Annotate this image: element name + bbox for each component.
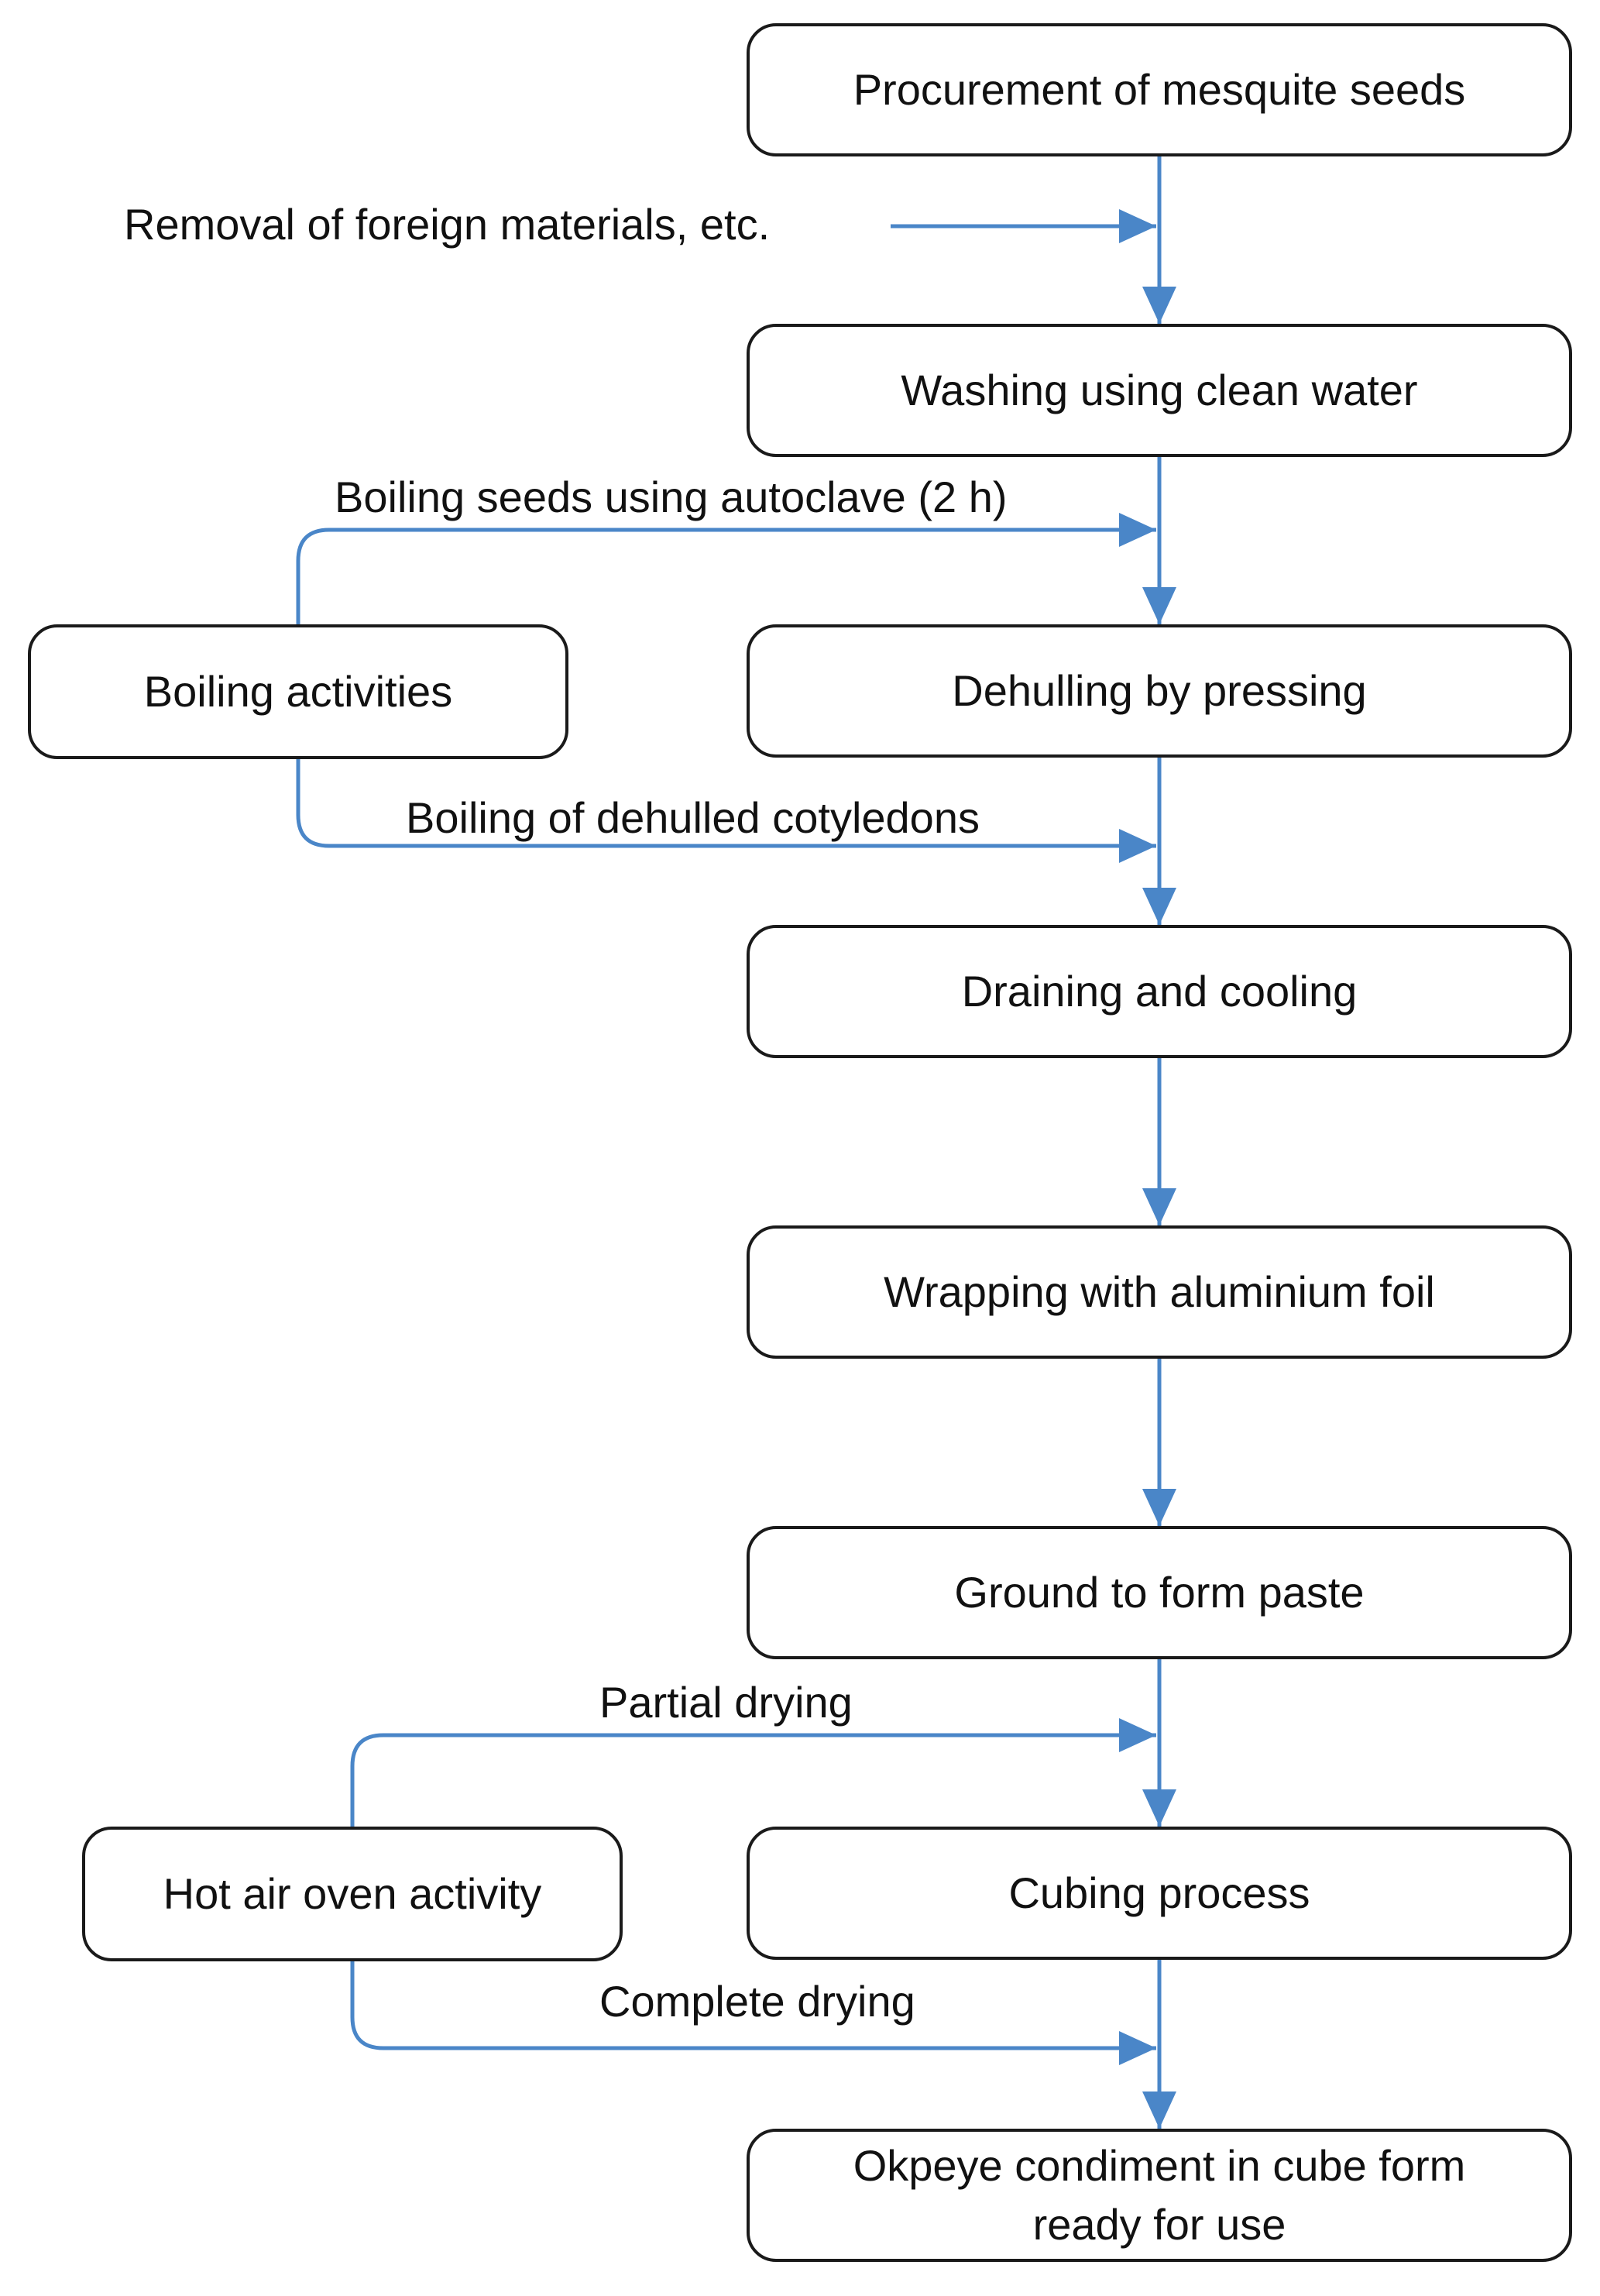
arrow-partial-drying-input [350, 1718, 1156, 1827]
step-cubing-label: Cubing process [1008, 1868, 1310, 1918]
step-final: Okpeye condiment in cube form ready for … [747, 2129, 1572, 2262]
step-draining: Draining and cooling [747, 925, 1572, 1058]
step-dehulling: Dehulling by pressing [747, 624, 1572, 758]
side-box-hot-air-oven: Hot air oven activity [82, 1827, 623, 1961]
step-procurement: Procurement of mesquite seeds [747, 23, 1572, 156]
step-draining-label: Draining and cooling [961, 967, 1358, 1016]
edge-label-removal: Removal of foreign materials, etc. [124, 200, 771, 249]
step-ground: Ground to form paste [747, 1526, 1572, 1659]
arrow-autoclave-input [296, 513, 1156, 624]
step-procurement-label: Procurement of mesquite seeds [853, 65, 1466, 115]
step-washing-label: Washing using clean water [901, 366, 1418, 415]
edge-label-partial-drying: Partial drying [599, 1678, 853, 1727]
arrow-complete-drying-input [350, 1961, 1156, 2065]
step-cubing: Cubing process [747, 1827, 1572, 1960]
edge-label-cotyledons: Boiling of dehulled cotyledons [406, 793, 980, 842]
side-box-boiling-label: Boiling activities [143, 667, 453, 717]
step-washing: Washing using clean water [747, 324, 1572, 457]
step-wrapping: Wrapping with aluminium foil [747, 1225, 1572, 1359]
step-final-label-line2: ready for use [1032, 2200, 1286, 2249]
arrow-cotyledons-input [296, 759, 1156, 863]
step-ground-label: Ground to form paste [954, 1568, 1365, 1617]
edge-label-complete-drying: Complete drying [599, 1977, 915, 2026]
step-final-label-line1: Okpeye condiment in cube form [853, 2141, 1466, 2191]
step-dehulling-label: Dehulling by pressing [952, 666, 1367, 716]
step-wrapping-label: Wrapping with aluminium foil [884, 1267, 1435, 1317]
side-box-boiling-activities: Boiling activities [28, 624, 568, 759]
edge-label-autoclave: Boiling seeds using autoclave (2 h) [335, 473, 1008, 521]
side-box-oven-label: Hot air oven activity [163, 1869, 542, 1919]
